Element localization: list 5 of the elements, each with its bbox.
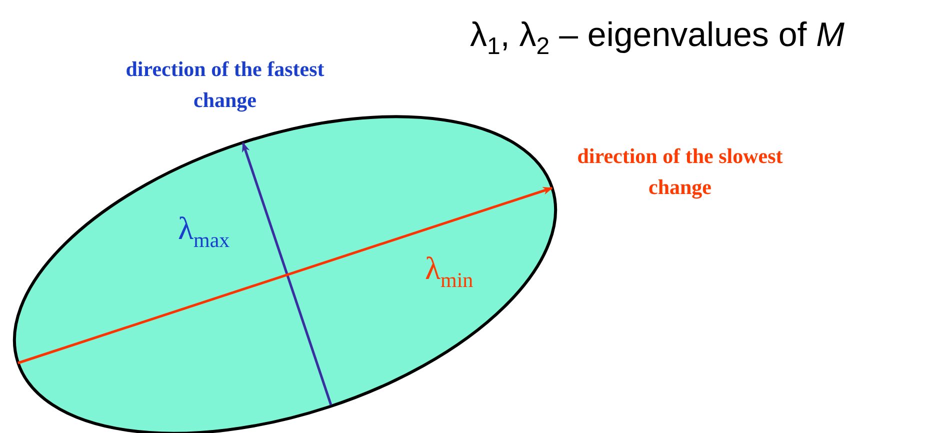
annotation-text: direction of the slowest change bbox=[576, 143, 784, 201]
axis-label: λ$_{max}$ bbox=[178, 210, 230, 253]
axis-label: λ$_{min}$ bbox=[425, 250, 474, 293]
annotation-text: direction of the fastest change bbox=[124, 56, 326, 114]
title: λ$_{1}$, λ$_{2}$ – eigenvalues of M bbox=[470, 16, 844, 61]
